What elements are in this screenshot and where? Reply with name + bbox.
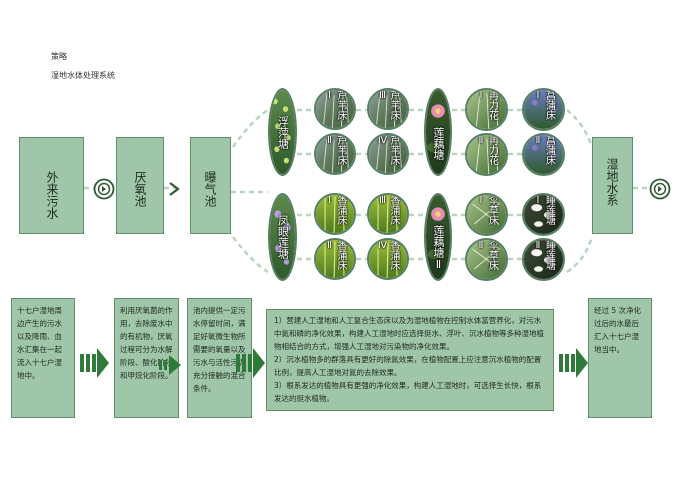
reed-bed-2: 芦苇床Ⅱ [314,133,356,175]
aeration-tank-label: 曝气池 [203,171,217,207]
wetland-unit-label: 伞草床Ⅰ [475,195,498,225]
wetland-unit-label: 芦苇床Ⅱ [324,135,346,165]
thalia-bed-2: 再力花Ⅱ [465,133,508,176]
anaerobic-tank-box: 厌氧池 [116,137,164,234]
wetland-unit-label: 芦苇床Ⅳ [377,135,399,165]
wetland-unit-label: 再力花Ⅰ [475,90,498,120]
wetland-unit-label: 睡莲塘Ⅰ [532,195,555,225]
description-wetland-item: 3）根系发达的植物具有更强的净化效果，构建人工湿地时，可选择生长快，根系发达的挺… [274,381,542,403]
wetland-unit-label: 凤眼莲塘 [276,215,290,259]
lotus-pond-2: 莲藕塘Ⅱ [424,193,452,281]
description-wetland-item: 1）营建人工湿地和人工复合生态床以及为湿地植物在控制水体富营养化，对污水中氮和磷… [274,316,544,351]
wetland-unit-label: 莲藕塘Ⅱ [432,225,445,271]
wetland-unit-label: 香蒲床Ⅳ [377,240,399,270]
outlet-wetland-label: 湿地水系 [605,158,619,206]
cattail-bed-4: 香蒲床Ⅳ [367,238,409,280]
wetland-unit-label: 菖蒲床Ⅱ [532,135,555,165]
wetland-unit-label: 再力花Ⅱ [475,135,498,165]
source-wastewater-box: 外来污水 [19,137,84,234]
cattail-bed-3: 香蒲床Ⅲ [367,193,409,235]
lotus-pond-1: 莲藕塘 [424,88,452,176]
anaerobic-tank-label: 厌氧池 [133,171,147,207]
flow-node-icon [93,178,115,200]
water-lily-pond-2: 睡莲塘Ⅱ [522,238,565,281]
description-anaerobic: 利用厌氧菌的作用，去除废水中的有机物，厌氧过程可分为水解阶段、酸化阶段和甲烷化阶… [114,298,179,418]
wetland-unit-label: 睡莲塘Ⅱ [532,240,555,270]
umbrella-sedge-bed-2: 伞草床Ⅱ [465,238,508,281]
wetland-unit-label: 香蒲床Ⅰ [324,195,346,225]
thalia-bed-1: 再力花Ⅰ [465,88,508,131]
flow-arrow-icon [169,182,180,196]
description-source: 十七户湿地周边产生的污水以及降雨、血水汇集在一起流入十七户湿地中。 [11,298,75,418]
process-arrow-icon [80,348,109,378]
flow-node-icon [649,178,671,200]
water-hyacinth-pond: 凤眼莲塘 [268,193,297,281]
description-outlet: 经过 5 次净化过后的水最后汇入十七户湿地当中。 [588,298,652,418]
cattail-bed-2: 香蒲床Ⅱ [314,238,356,280]
wetland-unit-label: 浮萍塘 [276,115,290,149]
wetland-unit-label: 莲藕塘 [432,126,445,160]
header-label: 策略 [51,52,67,61]
process-arrow-icon [159,355,181,375]
aeration-tank-box: 曝气池 [190,137,231,234]
description-wetland-item: 2）沉水植物多的群落具有更好的除氮效果，在植物配置上应注意沉水植物的配置比例，提… [274,355,542,377]
reed-bed-1: 芦苇床Ⅰ [314,88,356,130]
reed-bed-4: 芦苇床Ⅳ [367,133,409,175]
outlet-wetland-box: 湿地水系 [592,137,633,234]
source-wastewater-label: 外来污水 [45,171,59,219]
reed-bed-3: 芦苇床Ⅲ [367,88,409,130]
calamus-bed-2: 菖蒲床Ⅱ [522,133,565,176]
cattail-bed-1: 香蒲床Ⅰ [314,193,356,235]
wetland-unit-label: 伞草床Ⅱ [475,240,498,270]
wetland-unit-label: 芦苇床Ⅰ [324,90,346,120]
wetland-unit-label: 香蒲床Ⅲ [377,195,399,225]
wetland-unit-label: 芦苇床Ⅲ [377,90,399,120]
duckweed-pond: 浮萍塘 [268,88,297,176]
process-arrow-icon [236,348,265,378]
umbrella-sedge-bed-1: 伞草床Ⅰ [465,193,508,236]
calamus-bed-1: 菖蒲床Ⅰ [522,88,565,131]
wetland-unit-label: 菖蒲床Ⅰ [532,90,555,120]
header-subtitle: 湿地水体处理系统 [51,71,115,80]
wetland-unit-label: 香蒲床Ⅱ [324,240,346,270]
description-aeration: 池内提供一定污水停留时间，满足好氧微生物所需要的氧量以及污水与活性污泥充分接触的… [187,298,252,418]
process-arrow-icon [559,348,588,378]
description-wetland: 1）营建人工湿地和人工复合生态床以及为湿地植物在控制水体富营养化，对污水中氮和磷… [266,309,554,411]
water-lily-pond-1: 睡莲塘Ⅰ [522,193,565,236]
